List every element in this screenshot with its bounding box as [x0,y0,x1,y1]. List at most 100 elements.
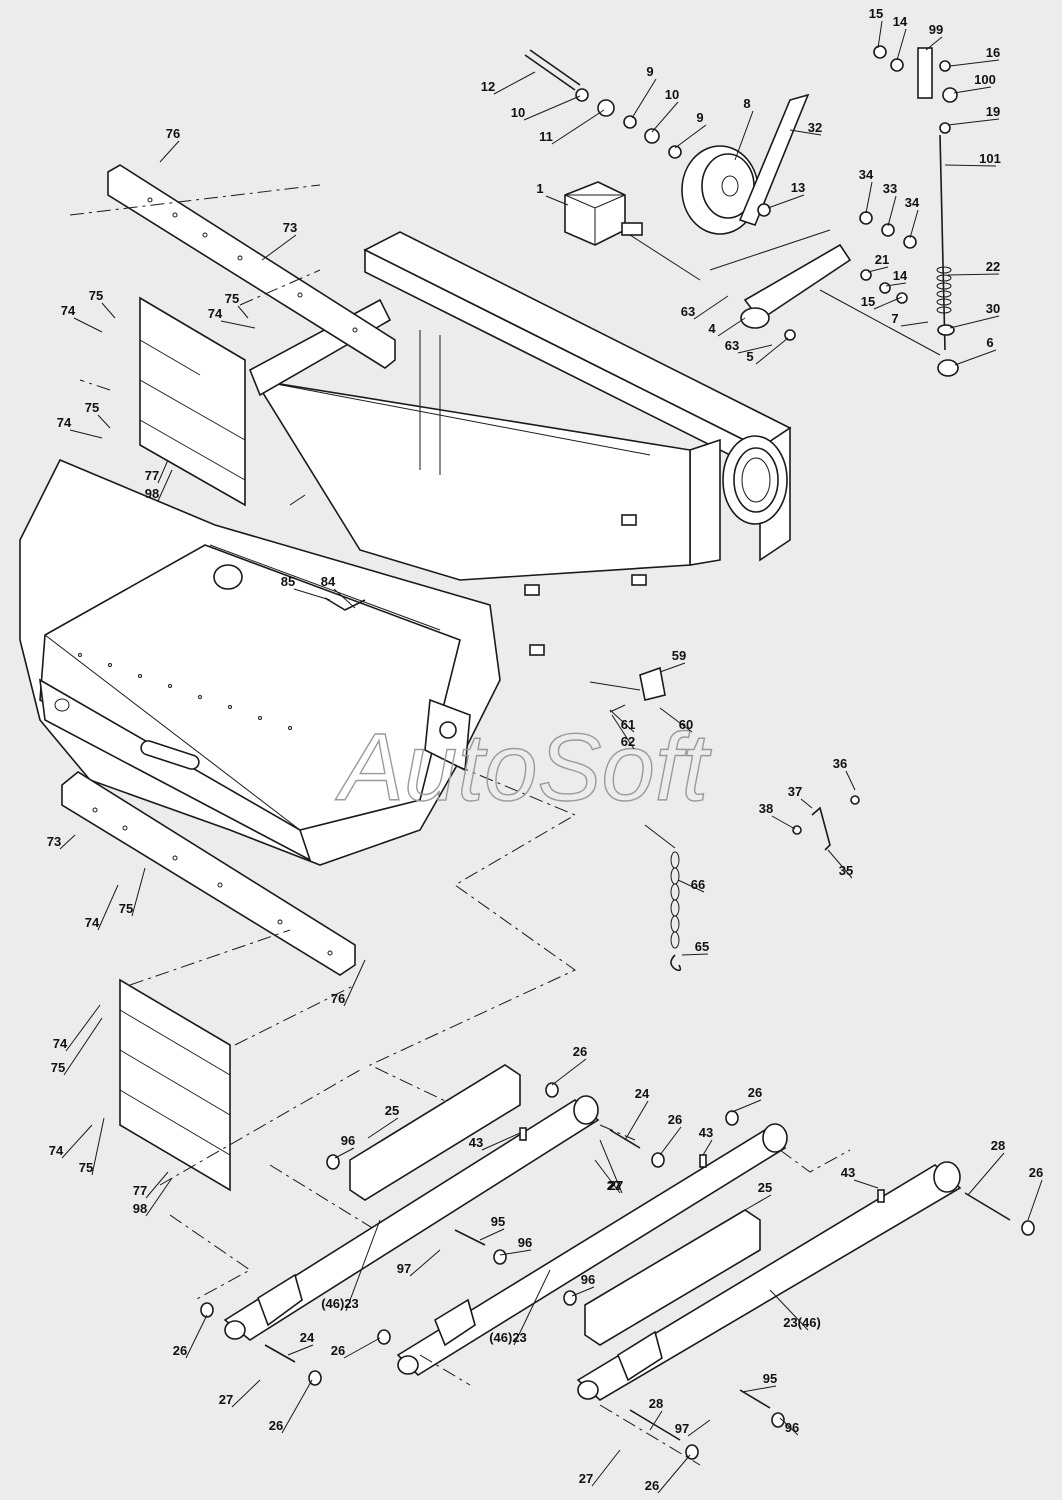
callout-label: 5 [746,349,753,364]
callout-70: 43 [699,1125,713,1156]
watermark: AutoSoft [335,714,712,821]
callout-leader [261,234,297,261]
callout-label: 66 [691,877,705,892]
callout-22: 9 [674,110,707,149]
callout-9: 6 [954,335,997,366]
callout-label: 101 [979,151,1001,166]
callout-leader [551,109,605,145]
callout-labels: 1514991610019101223067211415343334121011… [47,6,1043,1494]
callout-label: 43 [699,1125,713,1140]
callout-leader [853,1179,879,1189]
callout-label: 21 [875,252,889,267]
callout-leader [157,469,173,502]
callout-label: 26 [331,1343,345,1358]
callout-86: 26 [331,1337,381,1359]
callout-label: 28 [649,1396,663,1411]
callout-leader [744,1194,772,1211]
callout-leader [659,662,686,673]
callout-leader [493,71,536,95]
callout-label: 9 [696,110,703,125]
callout-label: 73 [47,834,61,849]
callout-0: 15 [869,6,883,49]
callout-leader [649,1410,663,1431]
callout-82: (46)23 [489,1269,551,1346]
callout-48: 37 [788,784,813,809]
callout-leader [659,707,693,733]
callout-label: 43 [841,1165,855,1180]
callout-19: 11 [539,109,605,145]
callout-leader [611,714,635,750]
callout-leader [591,1449,621,1487]
callout-64: 24 [624,1086,650,1141]
callout-leader [631,78,657,119]
callout-leader [97,414,111,429]
callout-79: 27 [594,1159,621,1194]
callout-8: 30 [949,301,1000,329]
callout-label: 77 [133,1183,147,1198]
callout-label: 36 [833,756,847,771]
callout-leader [944,164,997,167]
callout-7: 22 [947,259,1000,276]
callout-leader [333,588,356,609]
callout-16: 34 [905,195,920,239]
callout-leader [674,124,707,149]
callout-35: 75 [225,291,249,319]
callout-80: (46)23 [321,1219,381,1312]
callout-78: 97 [397,1249,441,1277]
callout-label: 43 [469,1135,483,1150]
callout-39: 77 [145,459,169,484]
callout-label: 100 [974,72,996,87]
callout-14: 34 [859,167,874,214]
callout-leader [657,1454,691,1494]
callout-6: 101 [944,151,1001,167]
callout-leader [145,1177,173,1217]
callout-label: 4 [708,321,716,336]
callout-label: 24 [300,1330,315,1345]
callout-leader [281,1379,313,1434]
callout-58: 75 [51,1017,103,1076]
callout-label: (46)23 [321,1296,359,1311]
callout-label: 27 [609,1178,623,1193]
callout-57: 74 [53,1004,101,1052]
callout-56: 76 [331,959,366,1007]
callout-94: 26 [645,1454,691,1494]
callout-11: 21 [867,252,889,273]
callout-label: 98 [133,1201,147,1216]
callout-label: 75 [85,400,99,415]
callout-leader [900,321,929,327]
callout-leader [73,317,103,333]
callout-44: 61 [609,709,635,733]
callout-label: 19 [986,104,1000,119]
callout-leader [677,879,705,893]
callout-leader [237,305,249,319]
callout-label: 33 [883,181,897,196]
roller-assemblies [200,1064,1035,1466]
callout-label: 9 [646,64,653,79]
callout-label: 74 [85,915,100,930]
callout-1: 14 [893,14,908,61]
callout-label: 96 [785,1420,799,1435]
callout-label: 34 [905,195,920,210]
callout-77: 96 [499,1235,532,1256]
callout-21: 10 [651,87,679,133]
callout-label: 11 [539,129,553,144]
callout-label: 74 [57,415,72,430]
callout-88: 26 [269,1379,313,1434]
callout-label: 74 [61,303,76,318]
callout-26: 13 [767,180,805,209]
callout-17: 12 [481,71,536,95]
callout-66: 26 [731,1085,762,1113]
callout-label: 27 [219,1392,233,1407]
callout-leader [345,1219,381,1312]
callout-label: 74 [53,1036,68,1051]
callout-leader [800,798,813,809]
callout-24: 32 [789,120,822,136]
upper-left-bracket [69,164,396,507]
callout-73: 28 [967,1138,1005,1196]
callout-leader [551,1058,587,1086]
callout-leader [947,273,1000,276]
callout-label: 75 [89,288,103,303]
callout-label: 75 [51,1060,65,1075]
callout-67: 25 [367,1103,399,1139]
